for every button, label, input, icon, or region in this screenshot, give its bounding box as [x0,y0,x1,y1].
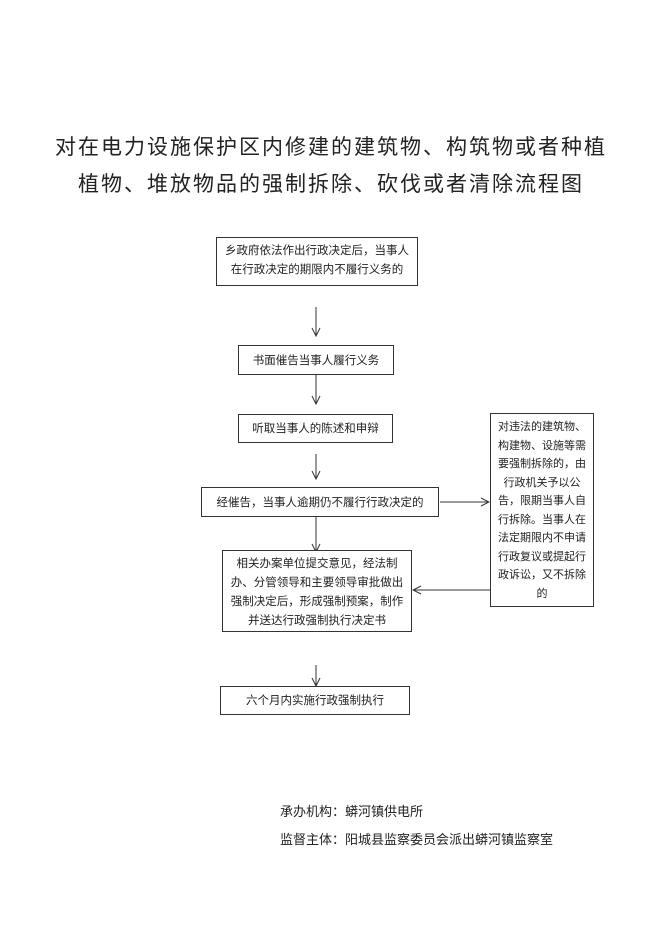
step-6-box: 六个月内实施行政强制执行 [220,686,410,715]
step-5-text: 相关办案单位提交意见，经法制办、分管领导和主要领导审批做出强制决定后，形成强制预… [230,556,404,627]
step-3-text: 听取当事人的陈述和申辩 [252,421,379,435]
side-note-box: 对违法的建筑物、构建物、设施等需要强制拆除的，由行政机关予以公告，限期当事人自行… [490,413,594,607]
step-6-text: 六个月内实施行政强制执行 [246,693,384,707]
step-1-box: 乡政府依法作出行政决定后，当事人在行政决定的期限内不履行义务的 [216,237,418,286]
step-4-text: 经催告，当事人逾期仍不履行行政决定的 [216,495,424,509]
footer-supervisor: 监督主体：阳城县监察委员会派出蟒河镇监察室 [280,833,554,848]
footer-organization: 承办机构：蟒河镇供电所 [280,805,424,820]
page-title-line-2: 植物、堆放物品的强制拆除、砍伐或者清除流程图 [78,172,584,196]
step-5-box: 相关办案单位提交意见，经法制办、分管领导和主要领导审批做出强制决定后，形成强制预… [222,550,412,632]
step-3-box: 听取当事人的陈述和申辩 [238,414,393,443]
page-title-line-1: 对在电力设施保护区内修建的建筑物、构筑物或者种植 [55,135,607,159]
step-2-text: 书面催告当事人履行义务 [252,353,380,367]
step-1-text: 乡政府依法作出行政决定后，当事人在行政决定的期限内不履行义务的 [225,243,409,276]
step-2-box: 书面催告当事人履行义务 [238,345,394,375]
side-note-text: 对违法的建筑物、构建物、设施等需要强制拆除的，由行政机关予以公告，限期当事人自行… [498,420,586,600]
step-4-box: 经催告，当事人逾期仍不履行行政决定的 [201,487,439,517]
